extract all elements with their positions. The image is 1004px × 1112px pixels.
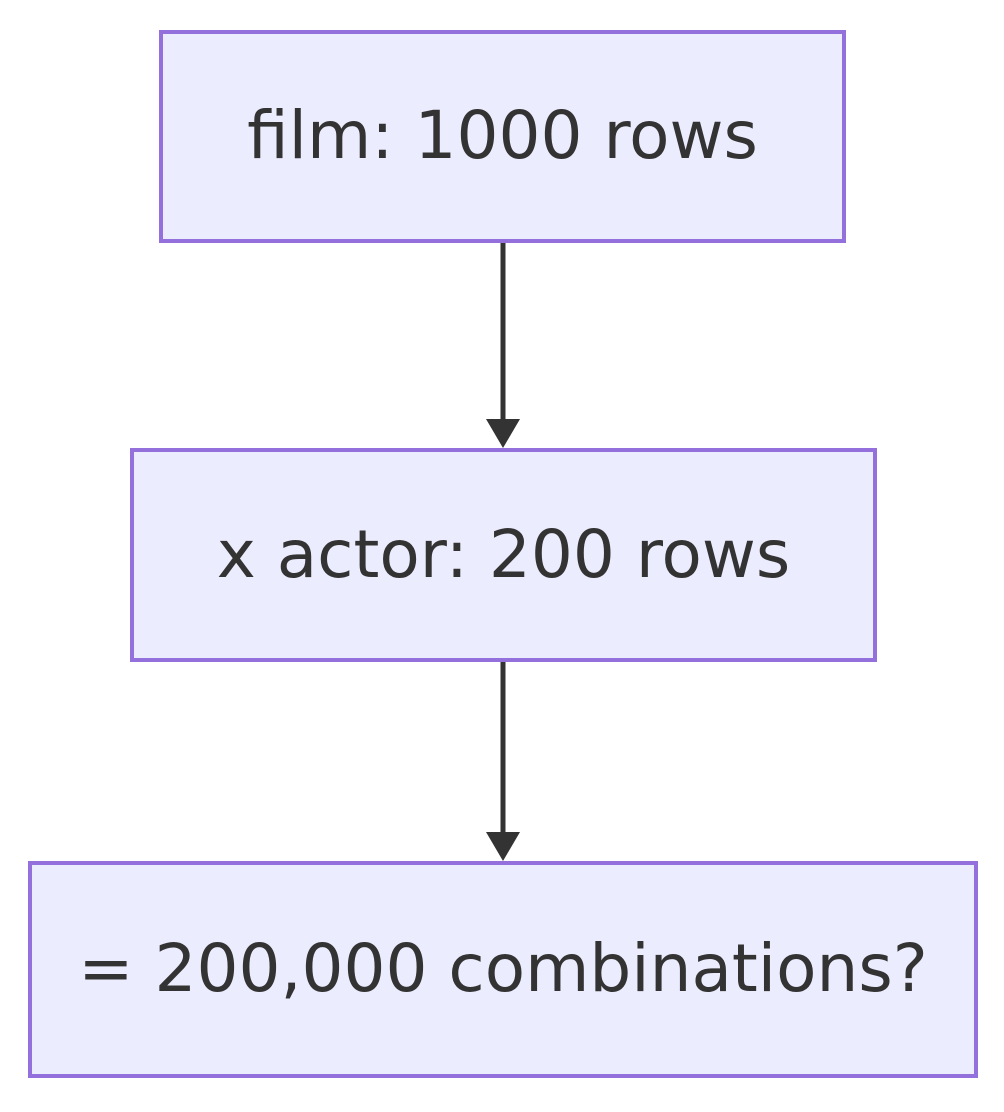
edge-film-to-actor-arrow xyxy=(486,243,520,448)
node-actor: x actor: 200 rows xyxy=(130,448,877,662)
node-combinations: = 200,000 combinations? xyxy=(28,861,978,1078)
node-film-label: film: 1000 rows xyxy=(247,97,758,175)
node-combinations-label: = 200,000 combinations? xyxy=(78,930,928,1008)
edge-actor-to-combinations-arrow xyxy=(486,662,520,861)
node-actor-label: x actor: 200 rows xyxy=(216,515,791,593)
node-film: film: 1000 rows xyxy=(159,30,846,243)
